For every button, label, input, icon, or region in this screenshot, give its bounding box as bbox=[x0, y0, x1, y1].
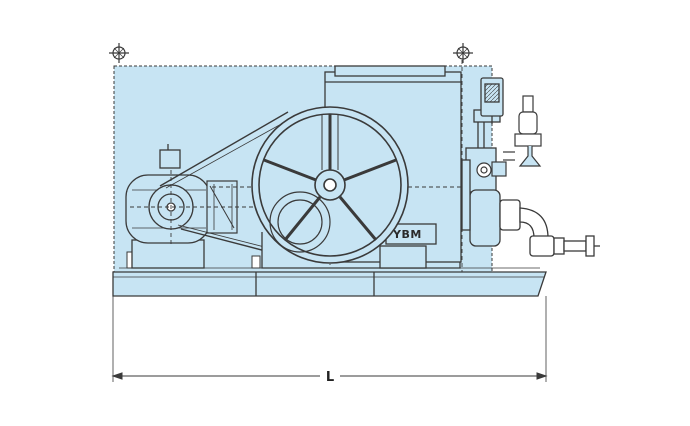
dimension-label: L bbox=[326, 370, 334, 385]
discharge-valve bbox=[499, 199, 600, 257]
relief-valve bbox=[503, 95, 542, 167]
pressure-gauge bbox=[480, 77, 504, 124]
base-skid bbox=[112, 267, 547, 297]
brand-mark: YBM bbox=[392, 228, 422, 241]
lifting-hook-icon bbox=[109, 43, 129, 63]
pipe-fittings bbox=[476, 161, 507, 178]
lifting-hook-icon bbox=[453, 43, 473, 63]
counter-pulley bbox=[269, 191, 331, 253]
dimension-label-bg bbox=[320, 366, 340, 384]
flywheel bbox=[251, 106, 409, 264]
